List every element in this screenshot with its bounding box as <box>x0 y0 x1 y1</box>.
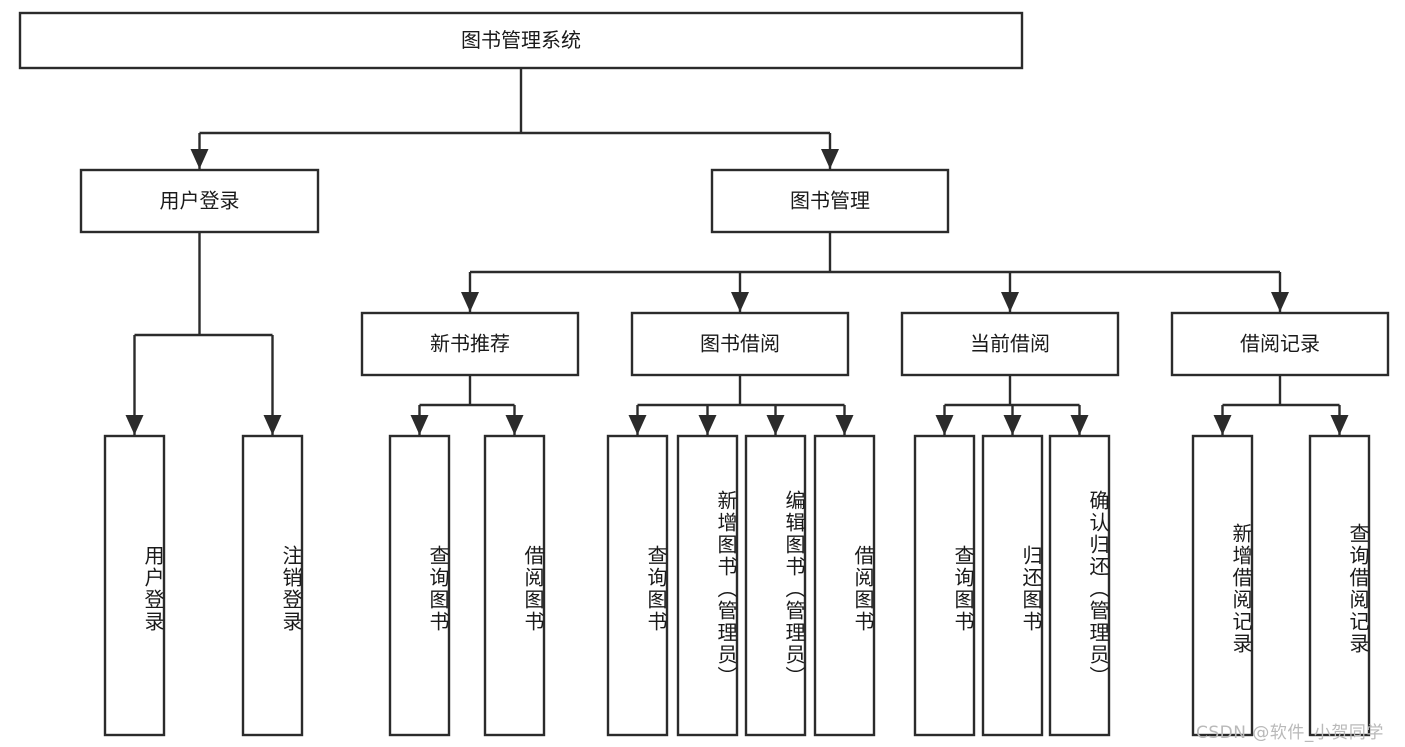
node-box-leaf-cur-query-book[interactable] <box>913 434 976 737</box>
arrow-head-icon <box>766 415 785 435</box>
arrow-head-icon <box>935 415 954 435</box>
node-label-user-login: 用户登录 <box>160 189 240 213</box>
node-box-leaf-cur-confirm-return[interactable] <box>1048 434 1111 737</box>
node-box-leaf-borrow-add-book[interactable] <box>676 434 739 737</box>
node-box-leaf-user-logout[interactable] <box>241 434 304 737</box>
arrow-head-icon <box>731 292 749 312</box>
node-box-new-book-rec[interactable] <box>360 311 580 377</box>
node-label-book-borrow: 图书借阅 <box>700 332 780 356</box>
node-box-leaf-borrow-lend-book[interactable] <box>813 434 876 737</box>
node-box-leaf-borrow-edit-book[interactable] <box>744 434 807 737</box>
node-box-leaf-rec-borrow-book[interactable] <box>483 434 546 737</box>
node-box-root[interactable] <box>18 11 1024 70</box>
node-box-borrow-record[interactable] <box>1170 311 1390 377</box>
arrow-head-icon <box>1003 415 1022 435</box>
node-label-borrow-record: 借阅记录 <box>1240 332 1320 356</box>
node-box-user-login[interactable] <box>79 168 320 234</box>
node-label-book-admin: 图书管理 <box>790 189 870 213</box>
node-box-leaf-rec-query-book[interactable] <box>388 434 451 737</box>
arrow-head-icon <box>628 415 647 435</box>
arrow-head-icon <box>698 415 717 435</box>
csdn-watermark: CSDN @软件_小贺同学 <box>1196 723 1384 743</box>
arrow-head-icon <box>125 415 144 435</box>
arrow-head-icon <box>505 415 524 435</box>
arrow-head-icon <box>1070 415 1089 435</box>
connector-layer <box>125 68 1349 435</box>
node-label-current-borrow: 当前借阅 <box>970 332 1050 356</box>
node-label-new-book-rec: 新书推荐 <box>430 332 510 356</box>
arrow-head-icon <box>1271 292 1289 312</box>
arrow-head-icon <box>190 149 209 169</box>
arrow-head-icon <box>835 415 854 435</box>
node-box-book-admin[interactable] <box>710 168 950 234</box>
arrow-head-icon <box>1001 292 1019 312</box>
node-box-leaf-borrow-query-book[interactable] <box>606 434 669 737</box>
node-box-layer <box>18 11 1390 737</box>
arrow-head-icon <box>1330 415 1349 435</box>
arrow-head-icon <box>821 149 839 169</box>
node-box-current-borrow[interactable] <box>900 311 1120 377</box>
node-label-root: 图书管理系统 <box>461 28 581 52</box>
arrow-head-icon <box>1213 415 1232 435</box>
node-box-leaf-rec-add-record[interactable] <box>1191 434 1254 737</box>
arrow-head-icon <box>263 415 282 435</box>
node-box-leaf-user-login[interactable] <box>103 434 166 737</box>
node-box-leaf-rec-query-record[interactable] <box>1308 434 1371 737</box>
arrow-head-icon <box>461 292 479 312</box>
node-box-book-borrow[interactable] <box>630 311 850 377</box>
arrow-head-icon <box>410 415 429 435</box>
node-box-leaf-cur-return-book[interactable] <box>981 434 1044 737</box>
